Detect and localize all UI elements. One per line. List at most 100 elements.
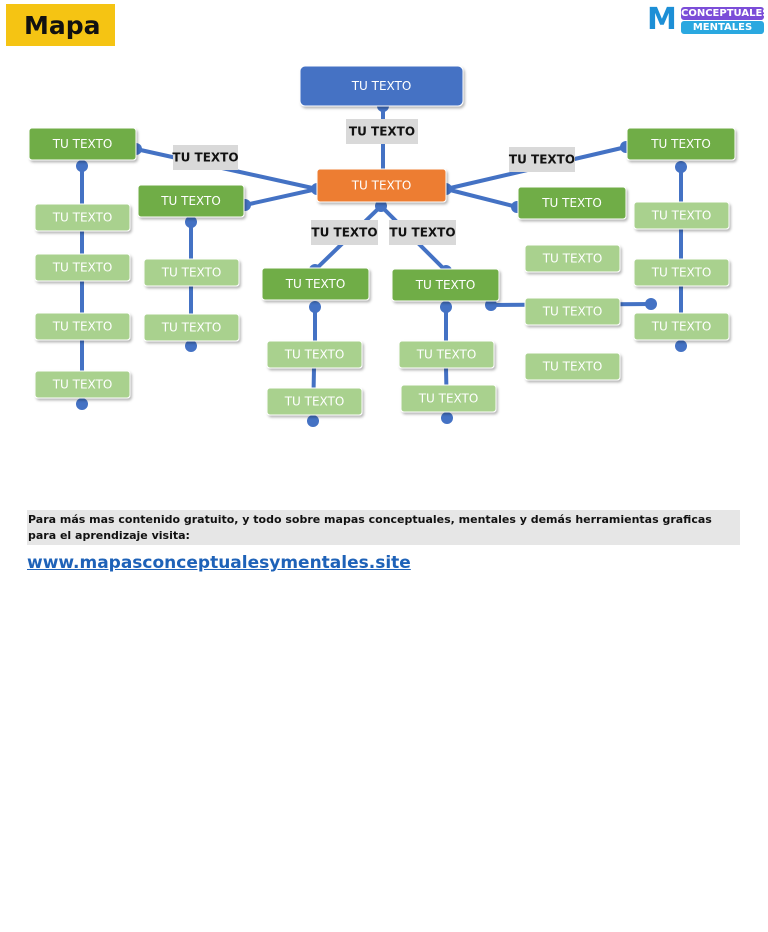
website-link[interactable]: www.mapasconceptualesymentales.site <box>27 553 411 573</box>
logo-mark: M <box>647 2 677 37</box>
node-box-bottom-left <box>261 267 370 301</box>
node-box-bl-2 <box>266 387 363 416</box>
node-box-lbl-down-right <box>389 220 456 245</box>
node-box-bl-1 <box>266 340 363 369</box>
node-lo-3: TU TEXTO <box>34 312 131 341</box>
connector-dot-li-1-li-2-13 <box>185 340 197 352</box>
logo-line-2: MENTALES <box>681 21 764 34</box>
node-box-lbl-down-left <box>311 220 378 245</box>
brand-logo: M CONCEPTUALES MENTALES <box>647 2 768 37</box>
node-label-bottom-left: TU TEXTO <box>285 277 346 291</box>
node-ro-2: TU TEXTO <box>633 258 730 287</box>
node-right-inner: TU TEXTO <box>517 186 627 220</box>
connector-dot-bl-1-bl-2-15 <box>307 415 319 427</box>
node-lo-2: TU TEXTO <box>34 253 131 282</box>
node-lbl-right: TU TEXTO <box>509 147 575 172</box>
node-label-lbl-root: TU TEXTO <box>349 125 415 139</box>
node-label-root: TU TEXTO <box>351 79 412 93</box>
node-label-ro-2: TU TEXTO <box>651 266 712 280</box>
connector-dot-left-inner-li-1-12 <box>185 216 197 228</box>
connector-dot-ro-2-ro-3-21 <box>675 340 687 352</box>
node-box-ro-2 <box>633 258 730 287</box>
node-label-br-1: TU TEXTO <box>416 348 477 362</box>
node-box-li-1 <box>143 258 240 287</box>
node-box-lo-4 <box>34 370 131 399</box>
node-box-ri-2 <box>524 297 621 326</box>
node-box-li-2 <box>143 313 240 342</box>
connector-dot-left-outer-lo-1-10 <box>76 160 88 172</box>
node-box-lo-2 <box>34 253 131 282</box>
node-label-lbl-down-left: TU TEXTO <box>311 226 377 240</box>
node-label-bl-2: TU TEXTO <box>284 395 345 409</box>
page-title: Mapa <box>6 4 115 46</box>
node-label-left-inner: TU TEXTO <box>160 194 221 208</box>
logo-line-1: CONCEPTUALES <box>681 7 768 20</box>
connector-dot-br-1-br-2-17 <box>441 412 453 424</box>
node-box-bottom-right <box>391 268 500 302</box>
node-li-2: TU TEXTO <box>143 313 240 342</box>
node-bl-1: TU TEXTO <box>266 340 363 369</box>
node-label-right-outer: TU TEXTO <box>650 137 711 151</box>
node-label-li-1: TU TEXTO <box>161 266 222 280</box>
node-box-lbl-left <box>173 145 238 170</box>
node-box-left-outer <box>28 127 137 161</box>
node-br-1: TU TEXTO <box>398 340 495 369</box>
node-label-left-outer: TU TEXTO <box>52 137 113 151</box>
node-box-ri-3 <box>524 352 621 381</box>
node-bottom-right: TU TEXTO <box>391 268 500 302</box>
node-lo-1: TU TEXTO <box>34 203 131 232</box>
node-label-lbl-left: TU TEXTO <box>172 151 238 165</box>
node-label-right-inner: TU TEXTO <box>541 196 602 210</box>
node-label-ri-2: TU TEXTO <box>542 305 603 319</box>
connector-dot-center-bottom-left-7 <box>375 200 387 212</box>
node-label-lo-4: TU TEXTO <box>52 378 113 392</box>
node-box-lbl-right <box>509 147 575 172</box>
node-label-li-2: TU TEXTO <box>161 321 222 335</box>
node-box-br-1 <box>398 340 495 369</box>
node-box-center <box>316 168 447 203</box>
node-br-2: TU TEXTO <box>400 384 497 413</box>
node-box-ri-1 <box>524 244 621 273</box>
node-label-ro-3: TU TEXTO <box>651 320 712 334</box>
node-root: TU TEXTO <box>299 65 464 107</box>
node-label-lo-3: TU TEXTO <box>52 320 113 334</box>
node-label-lbl-down-right: TU TEXTO <box>389 226 455 240</box>
node-li-1: TU TEXTO <box>143 258 240 287</box>
connector-dot-bottom-left-bl-1-14 <box>309 301 321 313</box>
connector-dot-bottom-right-br-1-16 <box>440 301 452 313</box>
node-label-bl-1: TU TEXTO <box>284 348 345 362</box>
node-label-bottom-right: TU TEXTO <box>415 278 476 292</box>
node-label-ri-1: TU TEXTO <box>542 252 603 266</box>
node-label-lo-2: TU TEXTO <box>52 261 113 275</box>
node-lbl-left: TU TEXTO <box>172 145 239 170</box>
node-lbl-down-right: TU TEXTO <box>389 220 456 245</box>
node-box-lo-1 <box>34 203 131 232</box>
node-bottom-left: TU TEXTO <box>261 267 370 301</box>
node-bl-2: TU TEXTO <box>266 387 363 416</box>
node-label-ri-3: TU TEXTO <box>542 360 603 374</box>
footer-note: Para más mas contenido gratuito, y todo … <box>27 510 740 545</box>
node-left-inner: TU TEXTO <box>137 184 245 218</box>
node-lbl-root: TU TEXTO <box>346 119 418 144</box>
node-box-br-2 <box>400 384 497 413</box>
node-label-br-2: TU TEXTO <box>418 392 479 406</box>
node-label-lbl-right: TU TEXTO <box>509 153 575 167</box>
node-box-right-inner <box>517 186 627 220</box>
node-lbl-down-left: TU TEXTO <box>311 220 378 245</box>
connector-dot-lo-3-lo-4-11 <box>76 398 88 410</box>
node-ro-1: TU TEXTO <box>633 201 730 230</box>
edge-center-right-inner <box>444 187 519 209</box>
node-label-lo-1: TU TEXTO <box>52 211 113 225</box>
node-ro-3: TU TEXTO <box>633 312 730 341</box>
node-left-outer: TU TEXTO <box>28 127 137 161</box>
node-lo-4: TU TEXTO <box>34 370 131 399</box>
node-box-ro-1 <box>633 201 730 230</box>
node-right-outer: TU TEXTO <box>626 127 736 161</box>
node-label-center: TU TEXTO <box>351 179 412 193</box>
node-box-ro-3 <box>633 312 730 341</box>
node-center: TU TEXTO <box>316 168 447 203</box>
edge-center-left-inner <box>243 187 319 207</box>
concept-map: TU TEXTO TU TEXTO TU TEXTO TU TEXTO TU TEXTO… <box>28 65 736 427</box>
connector-dot-bottom-right-ro-3-19 <box>645 298 657 310</box>
node-box-right-outer <box>626 127 736 161</box>
